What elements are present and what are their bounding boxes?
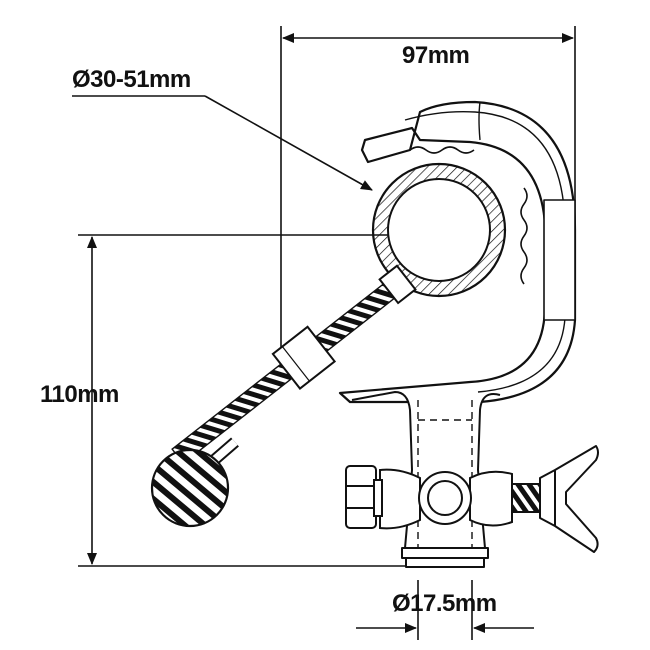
tube-cross-section <box>371 162 507 298</box>
tube-diameter-leader <box>72 95 373 191</box>
hook-teeth <box>409 146 528 285</box>
bore-diameter-dimension <box>356 580 534 640</box>
c-hook-body <box>338 100 577 404</box>
tube-diameter-label: Ø30-51mm <box>72 66 191 93</box>
cross-bore <box>379 468 513 530</box>
bore-diameter-label: Ø17.5mm <box>392 590 497 617</box>
wing-nut <box>511 445 599 553</box>
clamp-bolt <box>171 264 417 465</box>
hex-nut <box>345 465 383 529</box>
overall-height-label: 110mm <box>40 381 119 408</box>
overall-width-label: 97mm <box>402 42 470 69</box>
tightening-knob <box>150 437 239 528</box>
